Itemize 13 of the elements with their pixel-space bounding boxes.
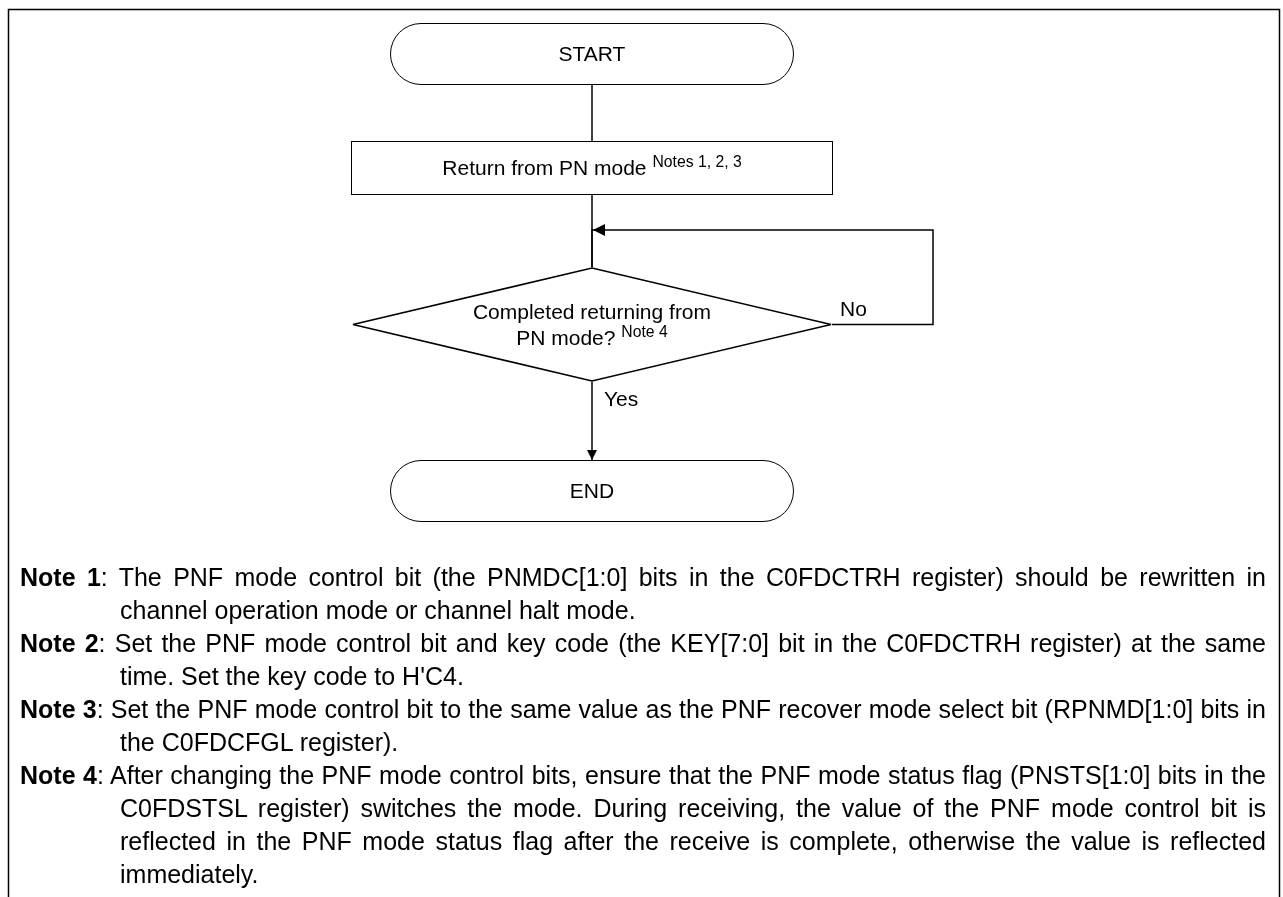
process-box (351, 141, 833, 195)
arrow (591, 224, 934, 326)
arrow (587, 381, 597, 461)
note-text: Note 4: After changing the PNF mode control bits, ensure that the PNF mode status flag (PNSTS[1:0] bits in the C0FDSTSL register) switches the mode. During receiving, the value of the PNF mode control bit is reflected in the PNF mode status flag after the receive is complete, otherwise the value is reflected immediately. (20, 760, 1266, 890)
note-text: Note 2: Set the PNF mode control bit and key code (the KEY[7:0] bit in the C0FDCTRH register) at the same time. Set the key code to H'C4. (20, 628, 1266, 692)
node-text: Return from PN mode $^{Notes 1, 2, 3}$ (442, 155, 742, 181)
node-text: END (569, 478, 615, 504)
connector-line (591, 84, 593, 142)
node-text: Completed returning from PN mode? $^{Note 4}$ (471, 298, 713, 351)
decision-diamond (352, 267, 832, 382)
note-text: Note 1: The PNF mode control bit (the PNMDC[1:0] bits in the C0FDCTRH register) should be rewritten in channel operation mode or channel halt mode. (20, 562, 1266, 626)
note-text: Note 3: Set the PNF mode control bit to the same value as the PNF recover mode select bit (RPNMD[1:0] bits in the C0FDCFGL register). (20, 694, 1266, 758)
node-text: START (558, 41, 626, 67)
